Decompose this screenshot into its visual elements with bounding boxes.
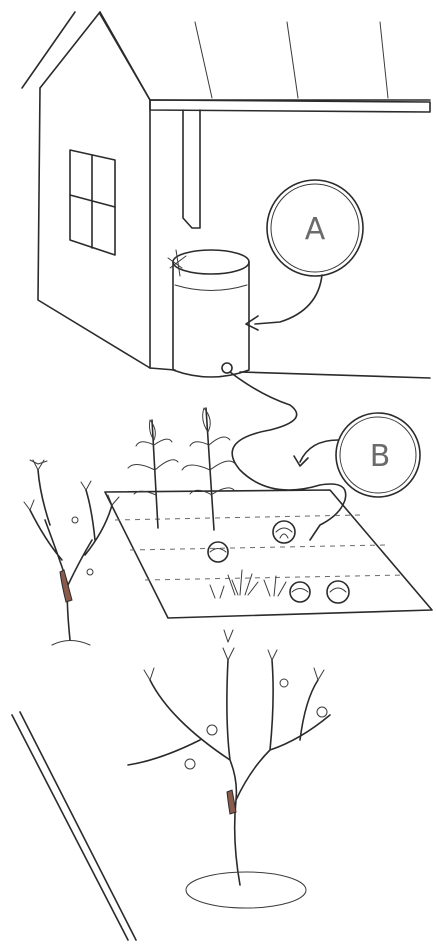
tree-mulch-ring (186, 872, 306, 908)
house-window (70, 150, 115, 255)
house-corner (100, 14, 150, 368)
roof-edge (22, 12, 100, 88)
garden-bed-outline (105, 490, 432, 618)
callout-a-pointer (255, 275, 322, 324)
callout-b-label: B (370, 439, 391, 474)
large-fruit-tree (128, 630, 330, 908)
hose (230, 372, 346, 540)
callout-a-arrowhead (246, 316, 258, 330)
callout-b: B (294, 413, 420, 497)
house-left-wall (38, 88, 150, 368)
house (22, 12, 430, 378)
gutter (150, 100, 430, 112)
cabbage-1 (273, 521, 295, 543)
cabbage-2 (208, 542, 228, 562)
cabbage-4 (327, 581, 349, 603)
house-base-line (150, 368, 430, 378)
corn-plant-left (128, 420, 178, 528)
garden-bed (105, 490, 432, 618)
leafy-greens (210, 570, 286, 598)
edge-line (12, 712, 136, 940)
roof-panel-lines (195, 22, 388, 98)
callout-b-pointer (300, 440, 338, 462)
callout-a-label: A (305, 212, 326, 247)
cabbage-3 (290, 582, 310, 602)
downspout (183, 110, 200, 228)
small-fruit-tree (24, 460, 119, 645)
rain-barrel (168, 250, 249, 377)
corn-plant-right (182, 408, 236, 530)
callout-a: A (246, 180, 363, 330)
